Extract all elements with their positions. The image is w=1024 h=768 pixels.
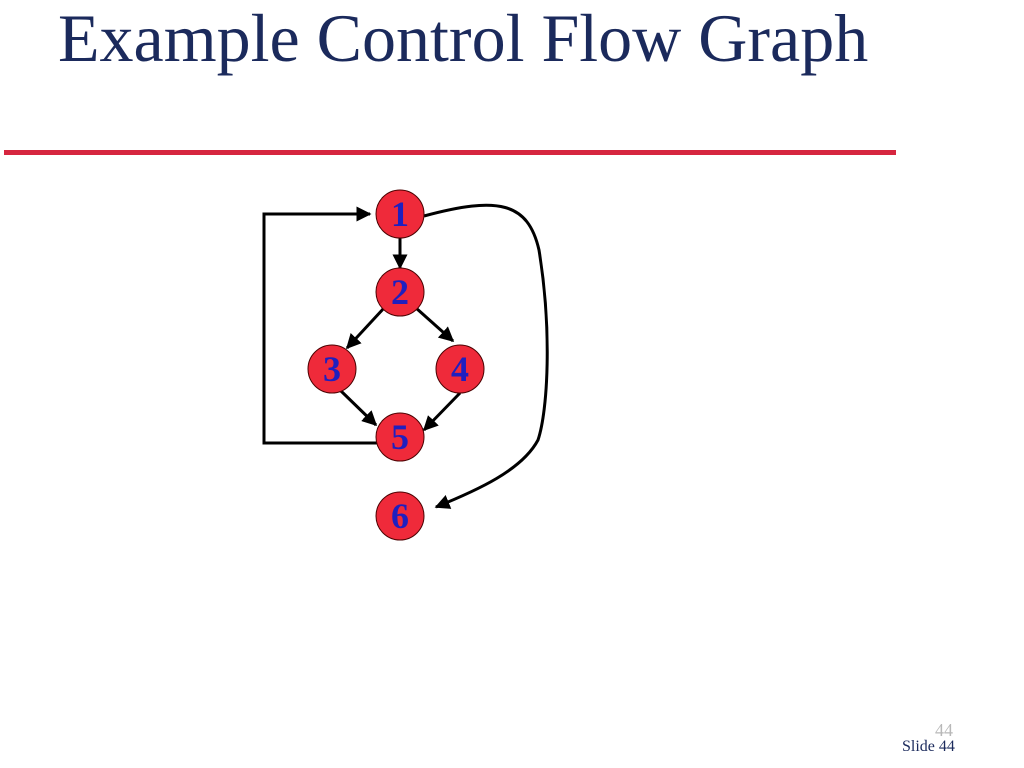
edge-2-4 <box>415 306 455 343</box>
node-label: 3 <box>323 349 341 389</box>
edge-5-1 <box>262 206 378 445</box>
edge-1-6 <box>423 203 549 509</box>
footer-page-number: 44 <box>938 738 955 755</box>
node-label: 2 <box>391 272 409 312</box>
edge-2-3 <box>345 306 386 350</box>
edge-3-5 <box>339 389 378 427</box>
edge-4-5 <box>422 391 462 432</box>
node-2: 2 <box>375 267 425 317</box>
node-1: 1 <box>375 189 425 239</box>
node-4: 4 <box>435 344 485 394</box>
page-number-faded: 44 <box>935 720 953 740</box>
node-label: 4 <box>451 349 469 389</box>
node-label: 1 <box>391 194 409 234</box>
slide-title: Example Control Flow Graph <box>58 0 869 76</box>
node-6: 6 <box>375 491 425 541</box>
slide-footer: Slide 44 <box>902 738 955 756</box>
node-5: 5 <box>375 412 425 462</box>
node-label: 5 <box>391 417 409 457</box>
node-3: 3 <box>307 344 357 394</box>
title-underline <box>4 150 896 155</box>
node-label: 6 <box>391 496 409 536</box>
footer-label: Slide <box>902 738 935 755</box>
